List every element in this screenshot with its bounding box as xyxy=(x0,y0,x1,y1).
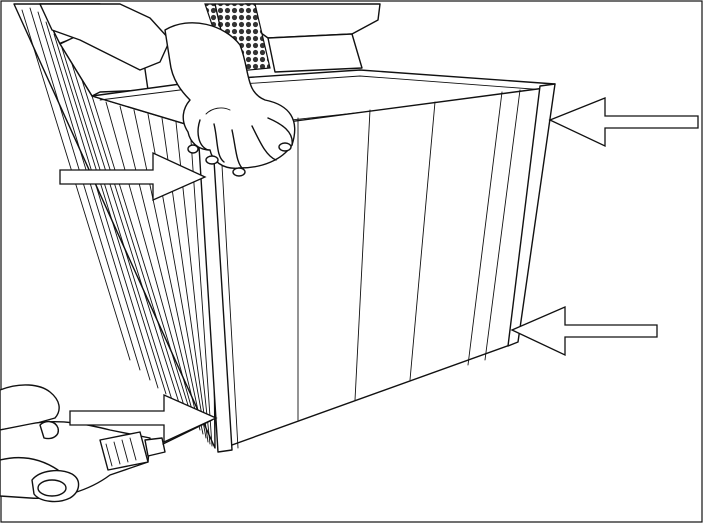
arrow-icon-upper-right xyxy=(550,98,698,146)
arrow-icon-lower-right xyxy=(512,307,657,355)
